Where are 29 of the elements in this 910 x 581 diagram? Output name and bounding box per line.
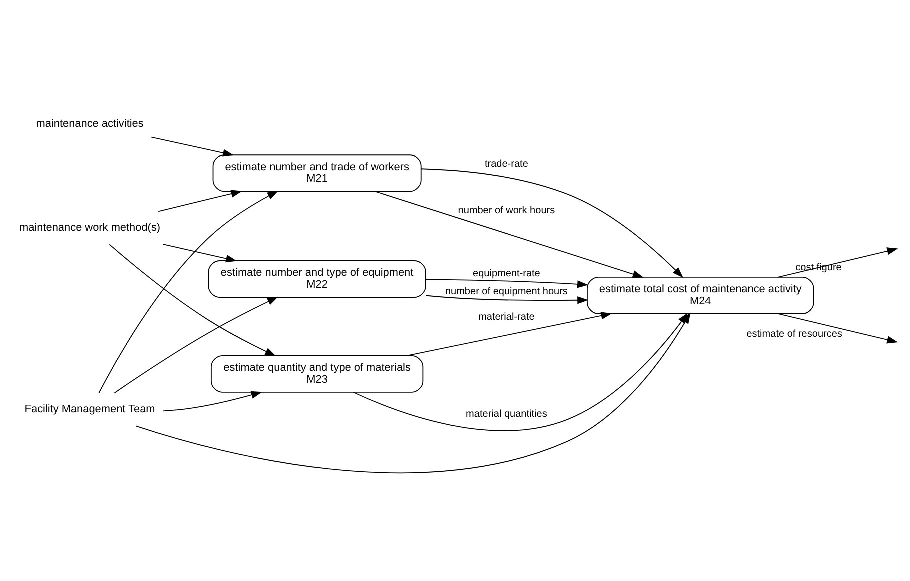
arrow: [158, 190, 242, 212]
arrow: [406, 312, 612, 356]
node-box: estimate total cost of maintenance activity M24: [587, 276, 814, 314]
node-text: maintenance activities: [36, 118, 144, 130]
arrow: [778, 248, 898, 278]
arrow: [109, 244, 276, 356]
edge-label: number of work hours: [458, 205, 556, 216]
edge-label: cost figure: [796, 262, 842, 274]
arrow: [114, 296, 278, 394]
arrow: [151, 136, 234, 157]
node-box: estimate number and trade of workers M21: [212, 154, 422, 192]
node-text: Facility Management Team: [24, 404, 156, 416]
edge-label: material quantities: [466, 408, 548, 420]
edge-label: trade-rate: [484, 158, 528, 170]
arrow: [162, 391, 262, 412]
arrow: [778, 313, 898, 344]
edge-label: estimate of resources: [746, 329, 842, 340]
arrow: [426, 295, 589, 304]
edge-label: number of equipment hours: [445, 286, 568, 298]
node-box: estimate quantity and type of materials M23: [210, 355, 424, 393]
arrow: [421, 168, 684, 278]
edge-label: material-rate: [478, 312, 535, 324]
arrow: [374, 191, 644, 278]
arrow: [163, 244, 238, 263]
node-box: estimate number and type of equipment M22: [208, 260, 426, 298]
edge-label: equipment-rate: [473, 268, 540, 280]
node-text: maintenance work method(s): [20, 222, 161, 234]
arrow: [98, 191, 279, 394]
arrow: [426, 279, 589, 288]
